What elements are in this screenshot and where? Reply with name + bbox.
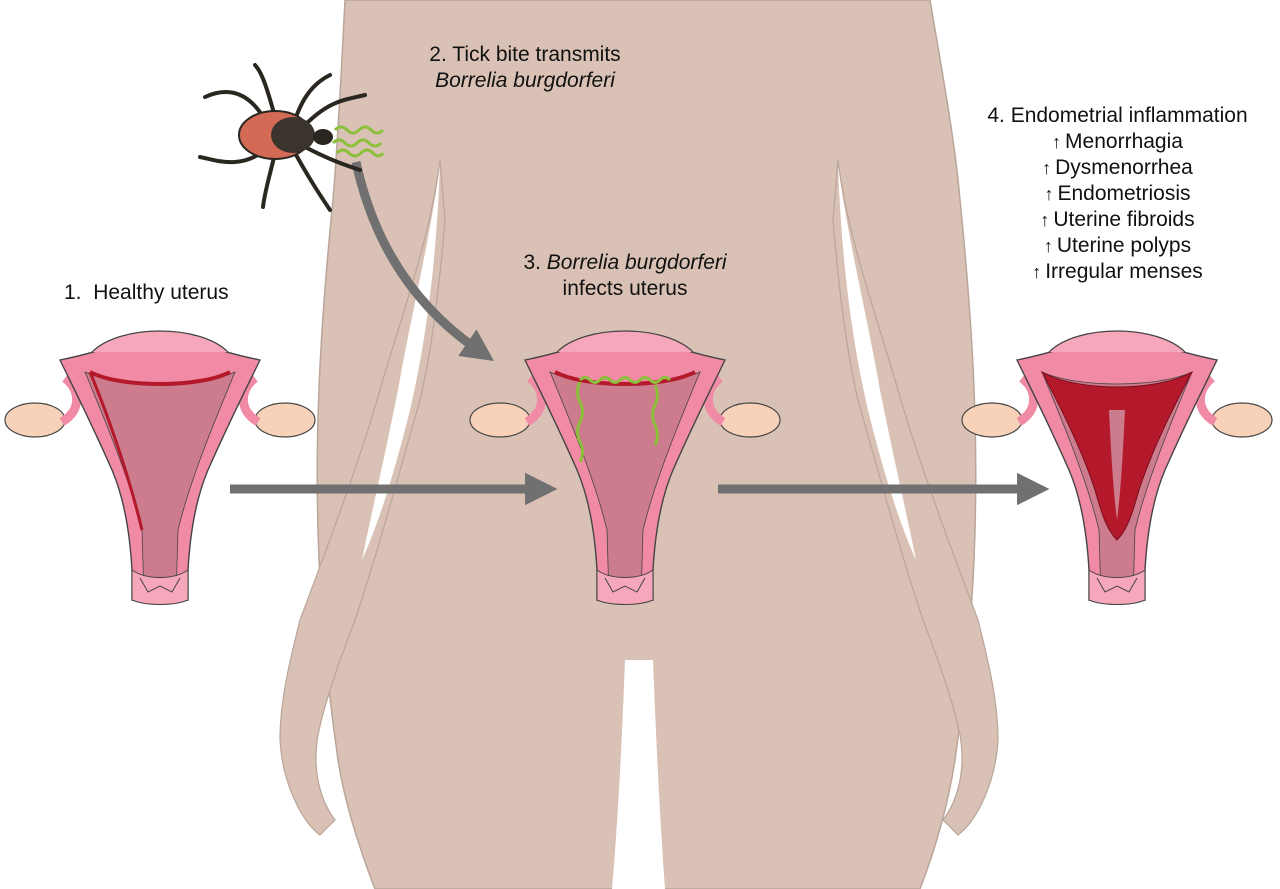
label-inflammation: 4. Endometrial inflammation ↑Menorrhagia… xyxy=(955,103,1280,285)
bacteria-spirochetes xyxy=(576,376,672,463)
step1-number: 1. xyxy=(64,281,82,304)
step3-bacteria: Borrelia burgdorferi xyxy=(546,251,727,274)
step1-text: Healthy uterus xyxy=(93,281,229,304)
symptom-item: ↑Dysmenorrhea xyxy=(1042,156,1193,179)
step2-line1: 2. Tick bite transmits xyxy=(429,43,621,66)
arrow-up-icon: ↑ xyxy=(1040,210,1050,230)
symptom-item: ↑Uterine fibroids xyxy=(1040,208,1195,231)
label-tick-bite: 2. Tick bite transmits Borrelia burgdorf… xyxy=(395,42,655,94)
symptom-item: ↑Menorrhagia xyxy=(1052,130,1183,153)
flow-arrows xyxy=(230,161,1050,506)
uterus-inflamed xyxy=(962,331,1272,605)
arrow-up-icon: ↑ xyxy=(1042,158,1052,178)
arrow-up-icon: ↑ xyxy=(1043,236,1053,256)
uterus-infected xyxy=(470,331,780,605)
arrow-up-icon: ↑ xyxy=(1032,262,1042,282)
uterus-healthy xyxy=(5,331,315,605)
symptom-item: ↑Endometriosis xyxy=(1044,182,1191,205)
step3-line2: infects uterus xyxy=(562,277,688,300)
arrow-up-icon: ↑ xyxy=(1044,184,1054,204)
arrow-up-icon: ↑ xyxy=(1052,132,1062,152)
bacteria-near-tick xyxy=(331,125,385,158)
step2-line2: Borrelia burgdorferi xyxy=(435,69,615,92)
step3-number: 3. xyxy=(523,251,541,274)
tick-icon xyxy=(198,63,385,212)
label-healthy-uterus: 1. Healthy uterus xyxy=(64,280,229,306)
label-infection: 3. Borrelia burgdorferi infects uterus xyxy=(480,250,770,302)
symptom-item: ↑Uterine polyps xyxy=(1043,234,1192,257)
arrow-tick-to-uterus xyxy=(351,161,494,362)
step4-title: 4. Endometrial inflammation xyxy=(987,104,1248,127)
symptom-item: ↑Irregular menses xyxy=(1032,260,1203,283)
